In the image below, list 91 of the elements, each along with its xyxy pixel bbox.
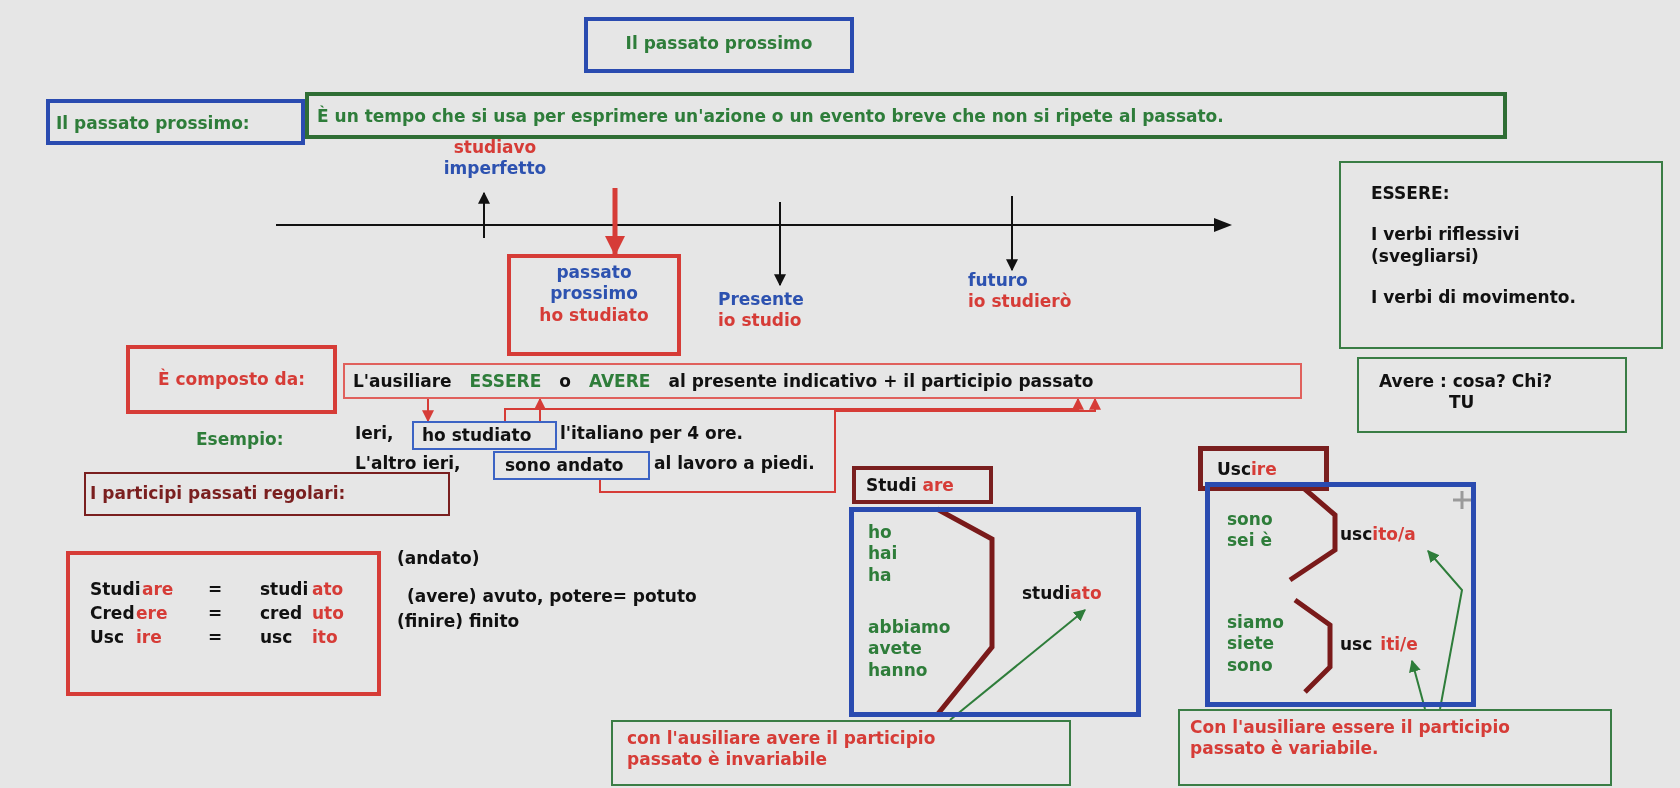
definition-box	[305, 92, 1507, 139]
pronoun-list: abbiamo avete hanno	[868, 617, 968, 681]
label-text: Studi	[866, 475, 917, 495]
table-text: uto	[312, 603, 344, 625]
label-text: ESSERE	[469, 371, 542, 391]
label-text: o	[559, 371, 571, 391]
label-text: al presente indicativo + il participio passato	[668, 371, 1094, 391]
label-text: Avere : cosa? Chi?	[1379, 371, 1554, 393]
arrow	[949, 609, 1086, 721]
table-text: studi	[260, 579, 309, 601]
label-text: I verbi riflessivi (svegliarsi)	[1371, 224, 1521, 267]
note-box	[611, 720, 1071, 786]
table-text: cred	[260, 603, 303, 625]
label-text: (avere) avuto, potere= potuto	[407, 586, 697, 608]
table-text: =	[208, 579, 223, 601]
label-text: usc	[1340, 524, 1373, 544]
term-box	[46, 99, 305, 145]
label-text: studi	[1022, 583, 1071, 603]
arrow	[534, 397, 546, 422]
label-text: usc	[1340, 634, 1373, 654]
label-text: ESSERE:	[1371, 183, 1451, 205]
arrow	[1006, 195, 1018, 272]
label-text: Presente	[718, 289, 805, 311]
label-text: iti/e	[1380, 634, 1418, 654]
pronoun-list: sono sei è	[1227, 509, 1277, 552]
arrow	[422, 398, 434, 423]
pronoun-list: ho hai ha	[868, 522, 908, 586]
label-text: Esempio:	[196, 429, 284, 451]
table-text: Studi	[90, 579, 141, 601]
heading-box	[84, 472, 450, 516]
arrow	[605, 188, 625, 256]
label-text: futuro	[968, 270, 1029, 292]
label-text: con l'ausiliare avere il participio passato è invariabile	[627, 728, 937, 771]
label-text: passato prossimo	[549, 262, 639, 305]
label-text: io studierò	[968, 291, 1073, 313]
label-text: I participi passati regolari:	[90, 483, 347, 505]
label-text: È un tempo che si usa per esprimere un'azione o un evento breve che non si ripete al passato.	[317, 106, 1225, 128]
label-text: Il passato prossimo	[624, 33, 814, 55]
label-text: al lavoro a piedi.	[654, 453, 815, 475]
table-text: Usc	[90, 627, 124, 649]
heading-box	[126, 345, 337, 414]
verb-box	[852, 466, 993, 504]
table-text: ato	[312, 579, 344, 601]
label-text: sono andato	[505, 455, 625, 477]
arrow	[504, 397, 1084, 422]
label-text: (andato)	[397, 548, 480, 570]
label-text: L'ausiliare	[353, 371, 452, 391]
table-text: =	[208, 603, 223, 625]
table-text: are	[142, 579, 174, 601]
label-text: ito/a	[1372, 524, 1416, 544]
label-text: Il passato prossimo:	[56, 113, 251, 135]
arrow	[1409, 659, 1426, 710]
label-text: Ieri,	[355, 423, 394, 445]
label-text: are	[922, 475, 954, 495]
arrow	[599, 397, 1101, 493]
title-box	[584, 17, 854, 73]
arrow	[478, 191, 490, 239]
table-text: ito	[312, 627, 338, 649]
label-text: Con l'ausiliare essere il participio passato è variabile.	[1190, 717, 1511, 760]
note-box	[1178, 709, 1612, 786]
label-text: studiavo	[452, 137, 538, 159]
label-text: AVERE	[588, 371, 651, 391]
label-text: l'italiano per 4 ore.	[560, 423, 744, 445]
conjugation-box	[849, 507, 1141, 717]
table-text: ire	[136, 627, 162, 649]
label-text: È composto da:	[156, 369, 307, 391]
formula-box	[343, 363, 1302, 399]
verb-box	[1198, 446, 1329, 491]
label-text: io studio	[718, 310, 803, 332]
label-text: ire	[1251, 459, 1277, 479]
conjugation-table	[66, 551, 381, 696]
arrow	[774, 201, 786, 287]
label-text: L'altro ieri,	[355, 453, 461, 475]
label-text: TU	[1448, 392, 1476, 414]
tense-box	[507, 254, 681, 356]
label-text: (finire) finito	[397, 611, 520, 633]
label-text: Usc	[1217, 459, 1251, 479]
table-text: =	[208, 627, 223, 649]
label-text: ho studiato	[538, 304, 650, 326]
label-text: ato	[1070, 583, 1102, 603]
highlight-box	[493, 451, 650, 480]
table-text: Cred	[90, 603, 135, 625]
arrow	[1427, 550, 1464, 710]
label-text: I verbi di movimento.	[1371, 286, 1577, 308]
table-text: ere	[136, 603, 168, 625]
label-text: ho studiato	[422, 425, 533, 447]
table-text: usc	[260, 627, 293, 649]
conjugation-box	[1205, 482, 1476, 707]
pronoun-list: siamo siete sono	[1227, 612, 1307, 676]
highlight-box	[412, 421, 557, 450]
label-text: imperfetto	[442, 158, 548, 180]
